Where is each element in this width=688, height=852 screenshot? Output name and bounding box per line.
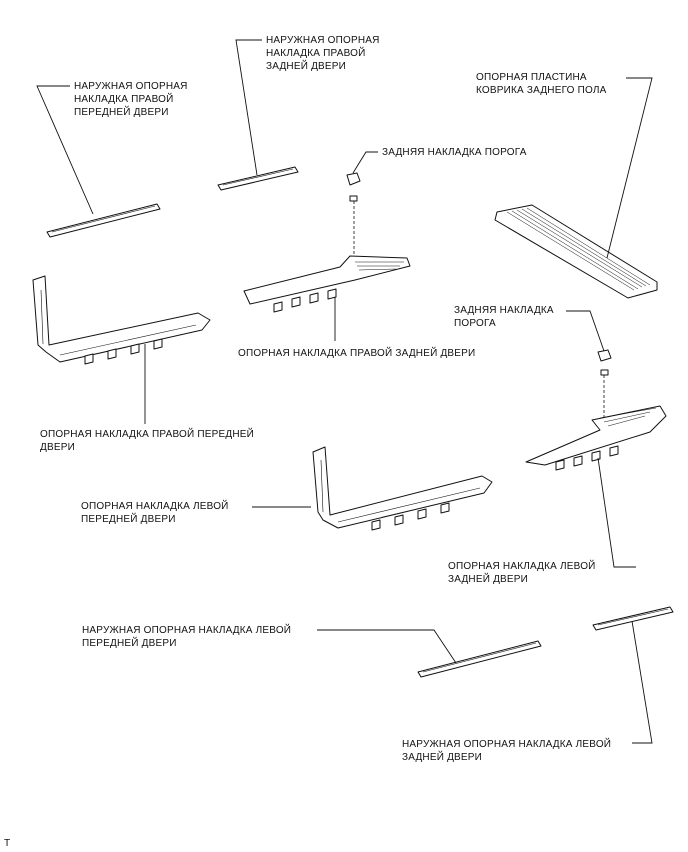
scuff-plate-right-front xyxy=(32,275,211,365)
outer-plate-right-rear xyxy=(217,166,299,191)
label-scuff-right-front: ОПОРНАЯ НАКЛАДКА ПРАВОЙ ПЕРЕДНЕЙ ДВЕРИ xyxy=(40,429,255,453)
label-floor-mat-plate: ОПОРНАЯ ПЛАСТИНА КОВРИКА ЗАДНЕГО ПОЛА xyxy=(476,72,607,96)
label-scuff-left-rear: ОПОРНАЯ НАКЛАДКА ЛЕВОЙ ЗАДНЕЙ ДВЕРИ xyxy=(448,561,596,585)
scuff-plate-left-front xyxy=(312,446,493,531)
scuff-plate-left-rear xyxy=(525,405,667,471)
label-scuff-left-front: ОПОРНАЯ НАКЛАДКА ЛЕВОЙ ПЕРЕДНЕЙ ДВЕРИ xyxy=(81,501,229,525)
label-outer-right-rear: НАРУЖНАЯ ОПОРНАЯ НАКЛАДКА ПРАВОЙ ЗАДНЕЙ … xyxy=(266,35,380,72)
scuff-plate-right-rear xyxy=(243,255,411,313)
label-rear-scuff-top: ЗАДНЯЯ НАКЛАДКА ПОРОГА xyxy=(382,147,527,158)
footer-mark: T xyxy=(4,838,11,849)
label-outer-left-front: НАРУЖНАЯ ОПОРНАЯ НАКЛАДКА ЛЕВОЙ ПЕРЕДНЕЙ… xyxy=(82,625,292,649)
rear-floor-mat-plate xyxy=(494,204,658,299)
outer-plate-right-front xyxy=(46,203,161,238)
label-rear-scuff-mid: ЗАДНЯЯ НАКЛАДКА ПОРОГА xyxy=(454,305,554,329)
rear-scuff-clip-top xyxy=(346,172,361,268)
label-scuff-right-rear: ОПОРНАЯ НАКЛАДКА ПРАВОЙ ЗАДНЕЙ ДВЕРИ xyxy=(238,348,476,359)
rear-scuff-clip-mid xyxy=(597,349,612,418)
outer-plate-left-front xyxy=(417,640,542,678)
outer-plate-left-rear xyxy=(592,606,674,631)
leader-lines xyxy=(36,39,653,744)
label-outer-right-front: НАРУЖНАЯ ОПОРНАЯ НАКЛАДКА ПРАВОЙ ПЕРЕДНЕ… xyxy=(74,81,188,118)
label-outer-left-rear: НАРУЖНАЯ ОПОРНАЯ НАКЛАДКА ЛЕВОЙ ЗАДНЕЙ Д… xyxy=(402,739,612,763)
